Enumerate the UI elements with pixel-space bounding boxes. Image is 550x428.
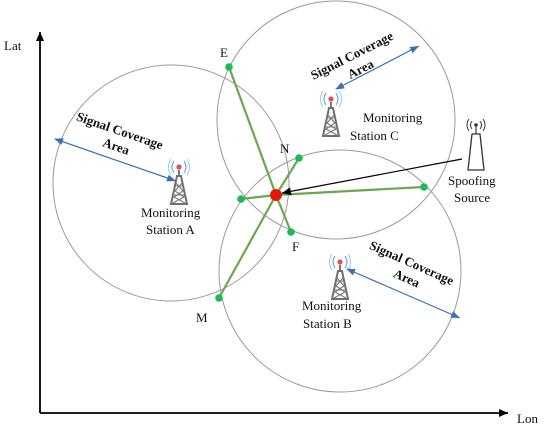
point-label-e: E [220,45,228,60]
station-b-line2: Station B [303,316,352,331]
coverage-circle-b [218,149,462,393]
spoofing-arrow [281,158,463,196]
point-label-m: M [196,310,208,325]
link-estimate-f [274,194,293,233]
spoofing-source-label: Spoofing Source [448,173,499,205]
radio-tower-icon [167,158,191,205]
coverage-label-a: Signal Coverage Area [69,109,168,169]
station-b-line1: Monitoring [302,298,362,313]
svg-text:Signal Coverage Area: Signal Coverage Area [361,237,459,304]
station-a-label: Monitoring Station A [141,205,203,237]
node-m [215,294,223,302]
station-b-label: Monitoring Station B [302,298,364,331]
coverage-label-c: Signal Coverage Area [308,27,406,97]
node-n [295,154,303,162]
node-west [237,195,245,203]
station-a-line2: Station A [146,222,195,237]
estimated-spoofer-point [270,189,282,201]
spoofing-line1: Spoofing [448,173,496,188]
radio-tower-icon [319,90,343,137]
coverage-arrow-a [54,138,177,182]
station-c-line1: Monitoring [363,110,423,125]
spoofing-line2: Source [454,190,490,205]
coverage-arrow-c [335,45,420,90]
point-label-f: F [292,239,299,254]
x-axis-label: Lon [517,411,538,426]
node-east [420,183,428,191]
svg-text:Signal Coverage Area: Signal Coverage Area [69,109,168,169]
coverage-arrow-b [346,268,461,319]
coverage-label-b: Signal Coverage Area [361,237,459,304]
antenna-icon [466,118,486,171]
link-estimate-east [275,185,425,197]
link-estimate-m [218,194,277,299]
coverage-circle-a [52,64,290,302]
coverage-circle-c [216,0,456,240]
node-f [287,228,295,236]
svg-text:Signal Coverage Area: Signal Coverage Area [308,27,406,97]
node-e [225,63,233,71]
station-c-line2: Station C [350,128,399,143]
y-axis-label: Lat [4,38,22,53]
link-estimate-n [275,157,300,196]
radio-tower-icon [328,253,352,300]
station-a-line1: Monitoring [141,205,201,220]
point-label-n: N [280,141,290,156]
link-estimate-e [227,66,278,196]
station-c-label: Monitoring Station C [350,110,425,143]
